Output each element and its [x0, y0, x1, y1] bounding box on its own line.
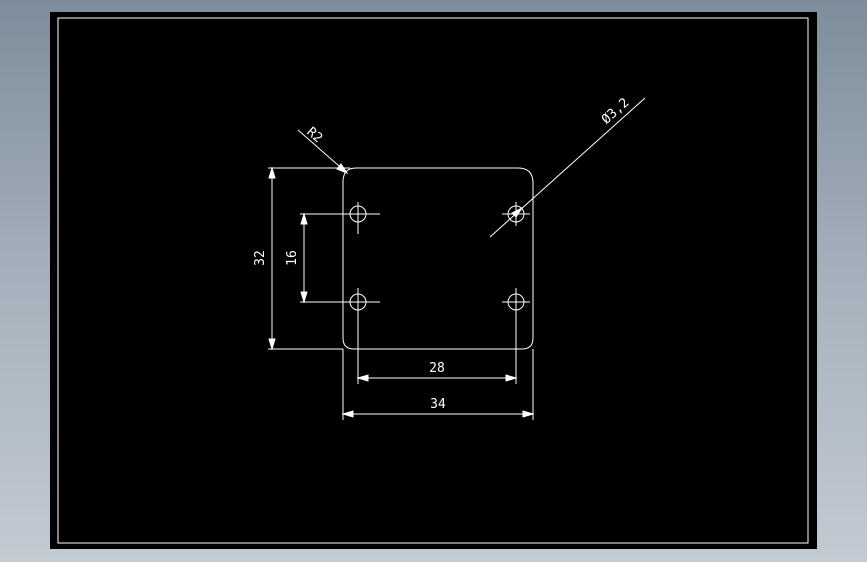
hole-bottom-right [502, 288, 530, 316]
dimension-hole-horizontal [356, 316, 518, 384]
label-height: 32 [253, 250, 268, 266]
plate-outline [342, 167, 534, 350]
hole-bottom-left [300, 288, 380, 316]
label-hole-horizontal: 28 [429, 361, 445, 376]
dimension-width [341, 349, 535, 420]
leader-hole-diameter [489, 97, 646, 238]
dimension-height [268, 166, 350, 351]
hole-top-left [344, 202, 380, 234]
dimension-hole-vertical [300, 212, 346, 304]
label-radius: R2 [303, 125, 325, 147]
cad-drawing: R2 Ø3,2 32 16 28 34 [57, 17, 809, 544]
drawing-frame [57, 17, 809, 544]
label-hole-diameter: Ø3,2 [599, 95, 632, 127]
label-width: 34 [430, 397, 446, 412]
leader-radius [297, 129, 349, 175]
label-hole-vertical: 16 [285, 250, 300, 266]
cad-viewport[interactable]: R2 Ø3,2 32 16 28 34 [50, 12, 817, 549]
